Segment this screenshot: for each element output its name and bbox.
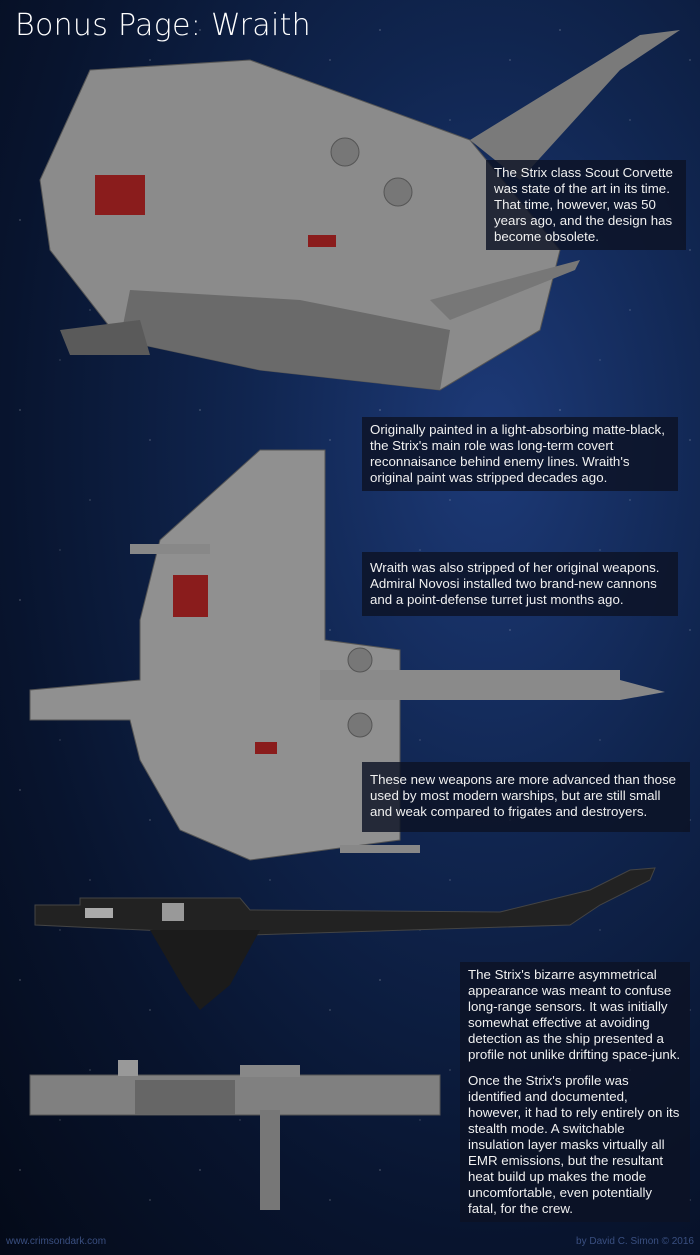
ship-perspective-view: [39, 30, 680, 391]
caption-text: Wraith was also stripped of her original…: [370, 560, 660, 607]
ship-side-view: [34, 867, 656, 1010]
caption-text: These new weapons are more advanced than…: [370, 772, 677, 819]
caption-box-4: These new weapons are more advanced than…: [362, 762, 690, 832]
caption-box-1: The Strix class Scout Corvette was state…: [486, 160, 686, 250]
caption-text: Originally painted in a light-absorbing …: [370, 422, 665, 485]
caption-box-2: Originally painted in a light-absorbing …: [362, 417, 678, 491]
caption-box-5: The Strix's bizarre asymmetrical appeara…: [460, 962, 690, 1222]
page-title: Bonus Page: Wraith: [15, 8, 311, 43]
author-credit: by David C. Simon © 2016: [576, 1236, 694, 1247]
website-link[interactable]: www.crimsondark.com: [6, 1236, 107, 1247]
ship-front-view: [29, 1060, 441, 1210]
caption-text: Once the Strix's profile was identified …: [468, 1073, 680, 1216]
caption-text: The Strix's bizarre asymmetrical appeara…: [468, 967, 681, 1062]
ship-top-view: [29, 449, 665, 861]
caption-box-3: Wraith was also stripped of her original…: [362, 552, 678, 616]
caption-text: The Strix class Scout Corvette was state…: [494, 165, 673, 244]
